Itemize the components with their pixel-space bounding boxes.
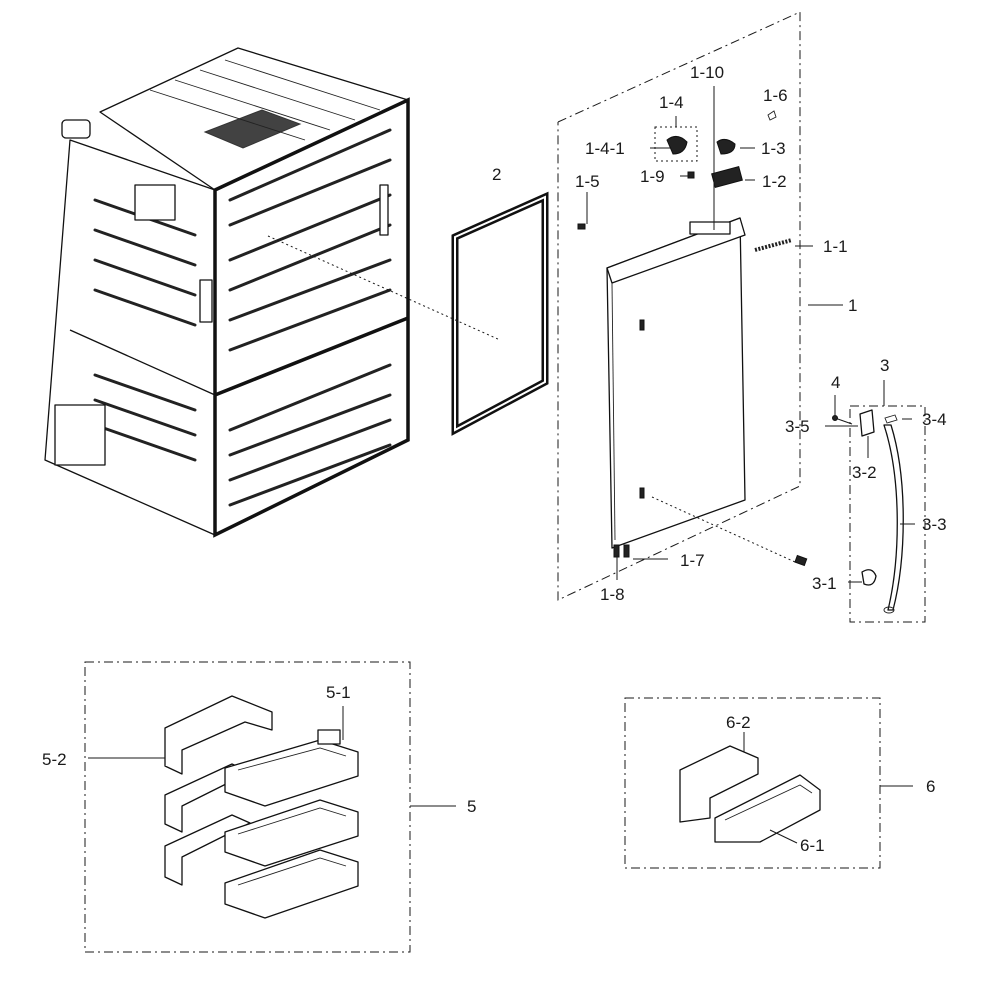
callout-6: 6 <box>926 777 935 796</box>
callout-1-8: 1-8 <box>600 585 625 604</box>
callout-1-4: 1-4 <box>659 93 684 112</box>
callout-5-2: 5-2 <box>42 750 67 769</box>
door-bins <box>164 695 359 919</box>
callout-1-4-1: 1-4-1 <box>585 139 625 158</box>
callout-1-6: 1-6 <box>763 86 788 105</box>
callout-4: 4 <box>831 373 840 392</box>
refrigerator-cabinet <box>44 47 410 538</box>
leader-lines <box>88 86 915 844</box>
door-bins-frame <box>84 661 411 953</box>
callout-1-7: 1-7 <box>680 551 705 570</box>
callout-3-5: 3-5 <box>785 417 810 436</box>
callout-3-3: 3-3 <box>922 515 947 534</box>
callout-5-1: 5-1 <box>326 683 351 702</box>
callout-6-2: 6-2 <box>726 713 751 732</box>
callout-3-1: 3-1 <box>812 574 837 593</box>
callout-1: 1 <box>848 296 857 315</box>
callout-1-1: 1-1 <box>823 237 848 256</box>
bins-6-frame <box>624 697 881 869</box>
callout-3-4: 3-4 <box>922 410 947 429</box>
callout-6-1: 6-1 <box>800 836 825 855</box>
callout-2: 2 <box>492 165 501 184</box>
door-pin-leader-line <box>651 496 796 563</box>
callout-3-2: 3-2 <box>852 463 877 482</box>
door-handle <box>832 409 904 614</box>
callout-1-9: 1-9 <box>640 167 665 186</box>
callout-1-5: 1-5 <box>575 172 600 191</box>
callout-labels: 1-10 1-6 1-4 1-4-1 1-3 1-9 1-2 1-5 1-1 1… <box>42 63 947 855</box>
door-gasket <box>451 191 549 436</box>
handle-assembly-frame <box>849 405 926 623</box>
callout-1-2: 1-2 <box>762 172 787 191</box>
callout-3: 3 <box>880 356 889 375</box>
refrigerator-door <box>606 217 746 549</box>
gasket-leader-line <box>267 235 501 341</box>
bins-6 <box>679 745 821 843</box>
callout-1-10: 1-10 <box>690 63 724 82</box>
door-assembly-frame <box>557 11 801 601</box>
callout-1-3: 1-3 <box>761 139 786 158</box>
callout-5: 5 <box>467 797 476 816</box>
